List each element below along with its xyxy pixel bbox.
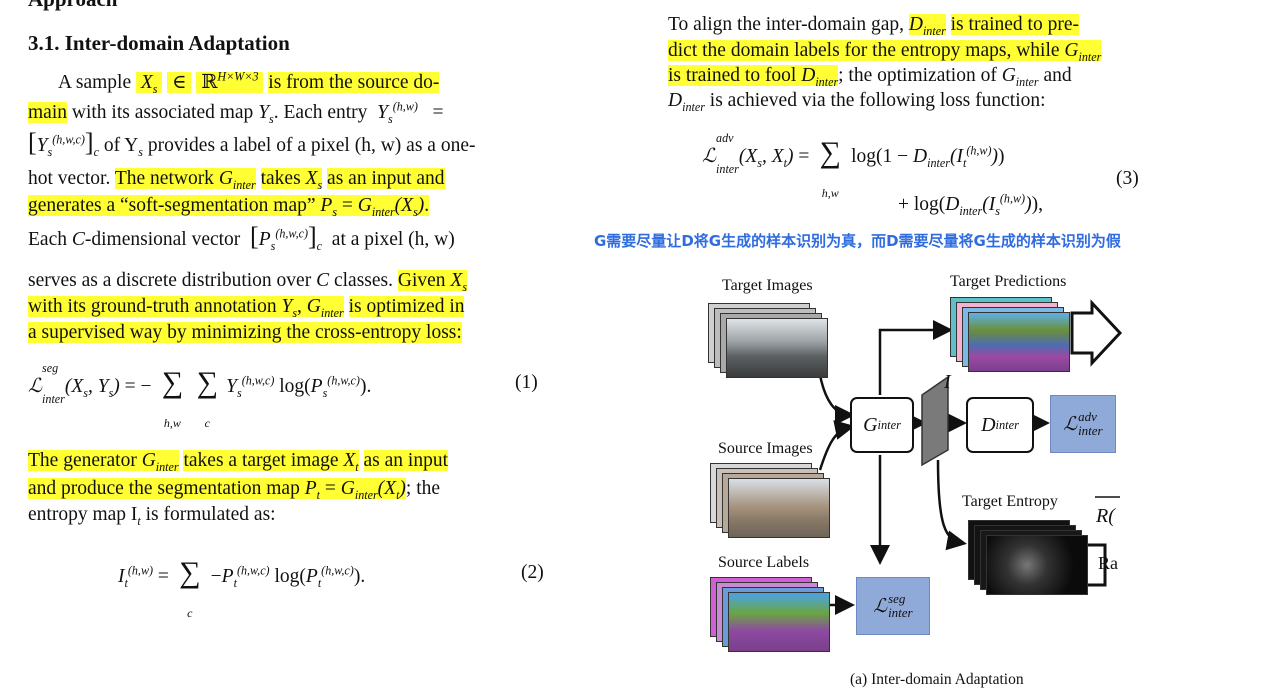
- label-target-entropy: Target Entropy: [962, 493, 1058, 510]
- paragraph-line: a supervised way by minimizing the cross…: [28, 322, 462, 343]
- cut-text-r: R(: [1096, 505, 1115, 527]
- paragraph-line: serves as a discrete distribution over C…: [28, 270, 468, 294]
- label-source-labels: Source Labels: [718, 554, 810, 571]
- cut-text-ra: Ra: [1098, 553, 1118, 573]
- label-target-images: Target Images: [722, 277, 813, 294]
- section-heading: 3.1. Inter-domain Adaptation: [28, 31, 290, 55]
- label-target-predictions: Target Predictions: [950, 273, 1067, 290]
- paragraph-line: generates a “soft-segmentation map” Ps =…: [28, 195, 430, 219]
- paragraph-line: A sample Xs ∈ ℝH×W×3 is from the source …: [58, 69, 440, 96]
- paragraph-line: is trained to fool Dinter; the optimizat…: [668, 65, 1072, 89]
- paragraph-line: To align the inter-domain gap, Dinter is…: [668, 14, 1079, 38]
- paragraph-line: hot vector. The network Ginter takes Xs …: [28, 168, 445, 192]
- figure-inter-domain: Target Images Target Predictions Source …: [700, 265, 1140, 665]
- paragraph-line: The generator Ginter takes a target imag…: [28, 450, 449, 474]
- equation-2: It(h,w) = ∑c −Pt(h,w,c) log(Pt(h,w,c)). …: [118, 556, 544, 621]
- paragraph-line: [Ys(h,w,c)]c of Ys provides a label of a…: [28, 128, 476, 159]
- equation-3-line2: + log(Dinter(Is(h,w))),: [898, 191, 1043, 218]
- paragraph-line: Dinter is achieved via the following los…: [668, 90, 1046, 114]
- figure-caption: (a) Inter-domain Adaptation: [850, 671, 1024, 688]
- paragraph-line: main with its associated map Ys. Each en…: [28, 99, 444, 126]
- equation-3-number: (3): [1116, 168, 1139, 189]
- paragraph-line: Each C-dimensional vector [Ps(h,w,c)]c a…: [28, 222, 455, 253]
- label-source-images: Source Images: [718, 440, 813, 457]
- annotation-note: G需要尽量让D将G生成的样本识别为真，而D需要尽量将G生成的样本识别为假: [594, 232, 1121, 250]
- paragraph-line: with its ground-truth annotation Ys, Gin…: [28, 296, 465, 320]
- figure-arrows: [818, 299, 1123, 615]
- paragraph-line: and produce the segmentation map Pt = Gi…: [28, 478, 441, 502]
- section-heading-partial: Approach: [28, 0, 117, 12]
- label-i: I: [944, 371, 951, 393]
- paragraph-line: entropy map It is formulated as:: [28, 504, 276, 528]
- paragraph-line: dict the domain labels for the entropy m…: [668, 40, 1102, 64]
